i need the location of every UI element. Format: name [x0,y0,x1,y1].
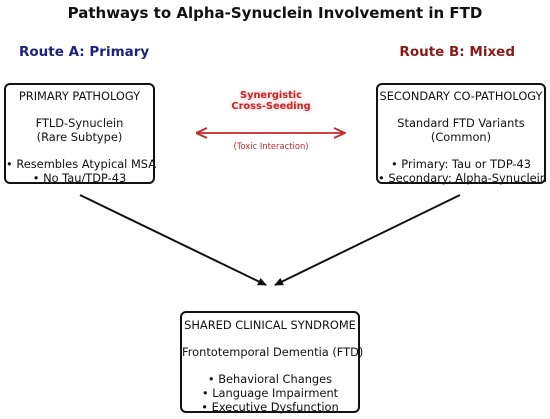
shared-syndrome-box: SHARED CLINICAL SYNDROME Frontotemporal … [180,311,364,414]
primary-pathology-box: PRIMARY PATHOLOGY FTLD-Synuclein (Rare S… [4,83,157,185]
secondary-box-bullet: • Primary: Tau or TDP-43 [390,157,532,171]
interaction-label-line-2: Cross-Seeding [231,101,311,112]
secondary-box-heading: SECONDARY CO-PATHOLOGY [379,89,543,103]
shared-box-heading: SHARED CLINICAL SYNDROME [184,318,356,332]
primary-box-heading: PRIMARY PATHOLOGY [18,89,141,103]
route-a-label: Route A: Primary [19,44,150,60]
secondary-to-shared-arrow [274,194,461,286]
primary-box-bullet: • Resembles Atypical MSA [6,157,157,171]
interaction-sub-label: (Toxic Interaction) [233,141,309,151]
interaction-label-line-1: Synergistic [240,90,302,101]
primary-box-name: FTLD-Synuclein [35,116,124,130]
primary-box-subtype: (Rare Subtype) [36,130,123,144]
shared-box-name: Frontotemporal Dementia (FTD) [182,345,364,359]
shared-box-bullet: • Executive Dysfunction [201,400,339,414]
diagram-title: Pathways to Alpha-Synuclein Involvement … [67,4,483,22]
interaction-label: Synergistic Cross-Seeding [200,90,342,112]
primary-to-shared-arrow [79,194,267,286]
shared-box-bullet: • Language Impairment [201,386,339,400]
secondary-box-bullet: • Secondary: Alpha-Synuclein [378,171,548,185]
route-b-label: Route B: Mixed [399,44,515,60]
secondary-box-subtype: (Common) [430,130,492,144]
secondary-copathology-box: SECONDARY CO-PATHOLOGY Standard FTD Vari… [376,83,548,185]
primary-box-bullet: • No Tau/TDP-43 [32,171,127,185]
shared-box-bullet: • Behavioral Changes [207,372,333,386]
secondary-box-name: Standard FTD Variants [397,116,525,130]
